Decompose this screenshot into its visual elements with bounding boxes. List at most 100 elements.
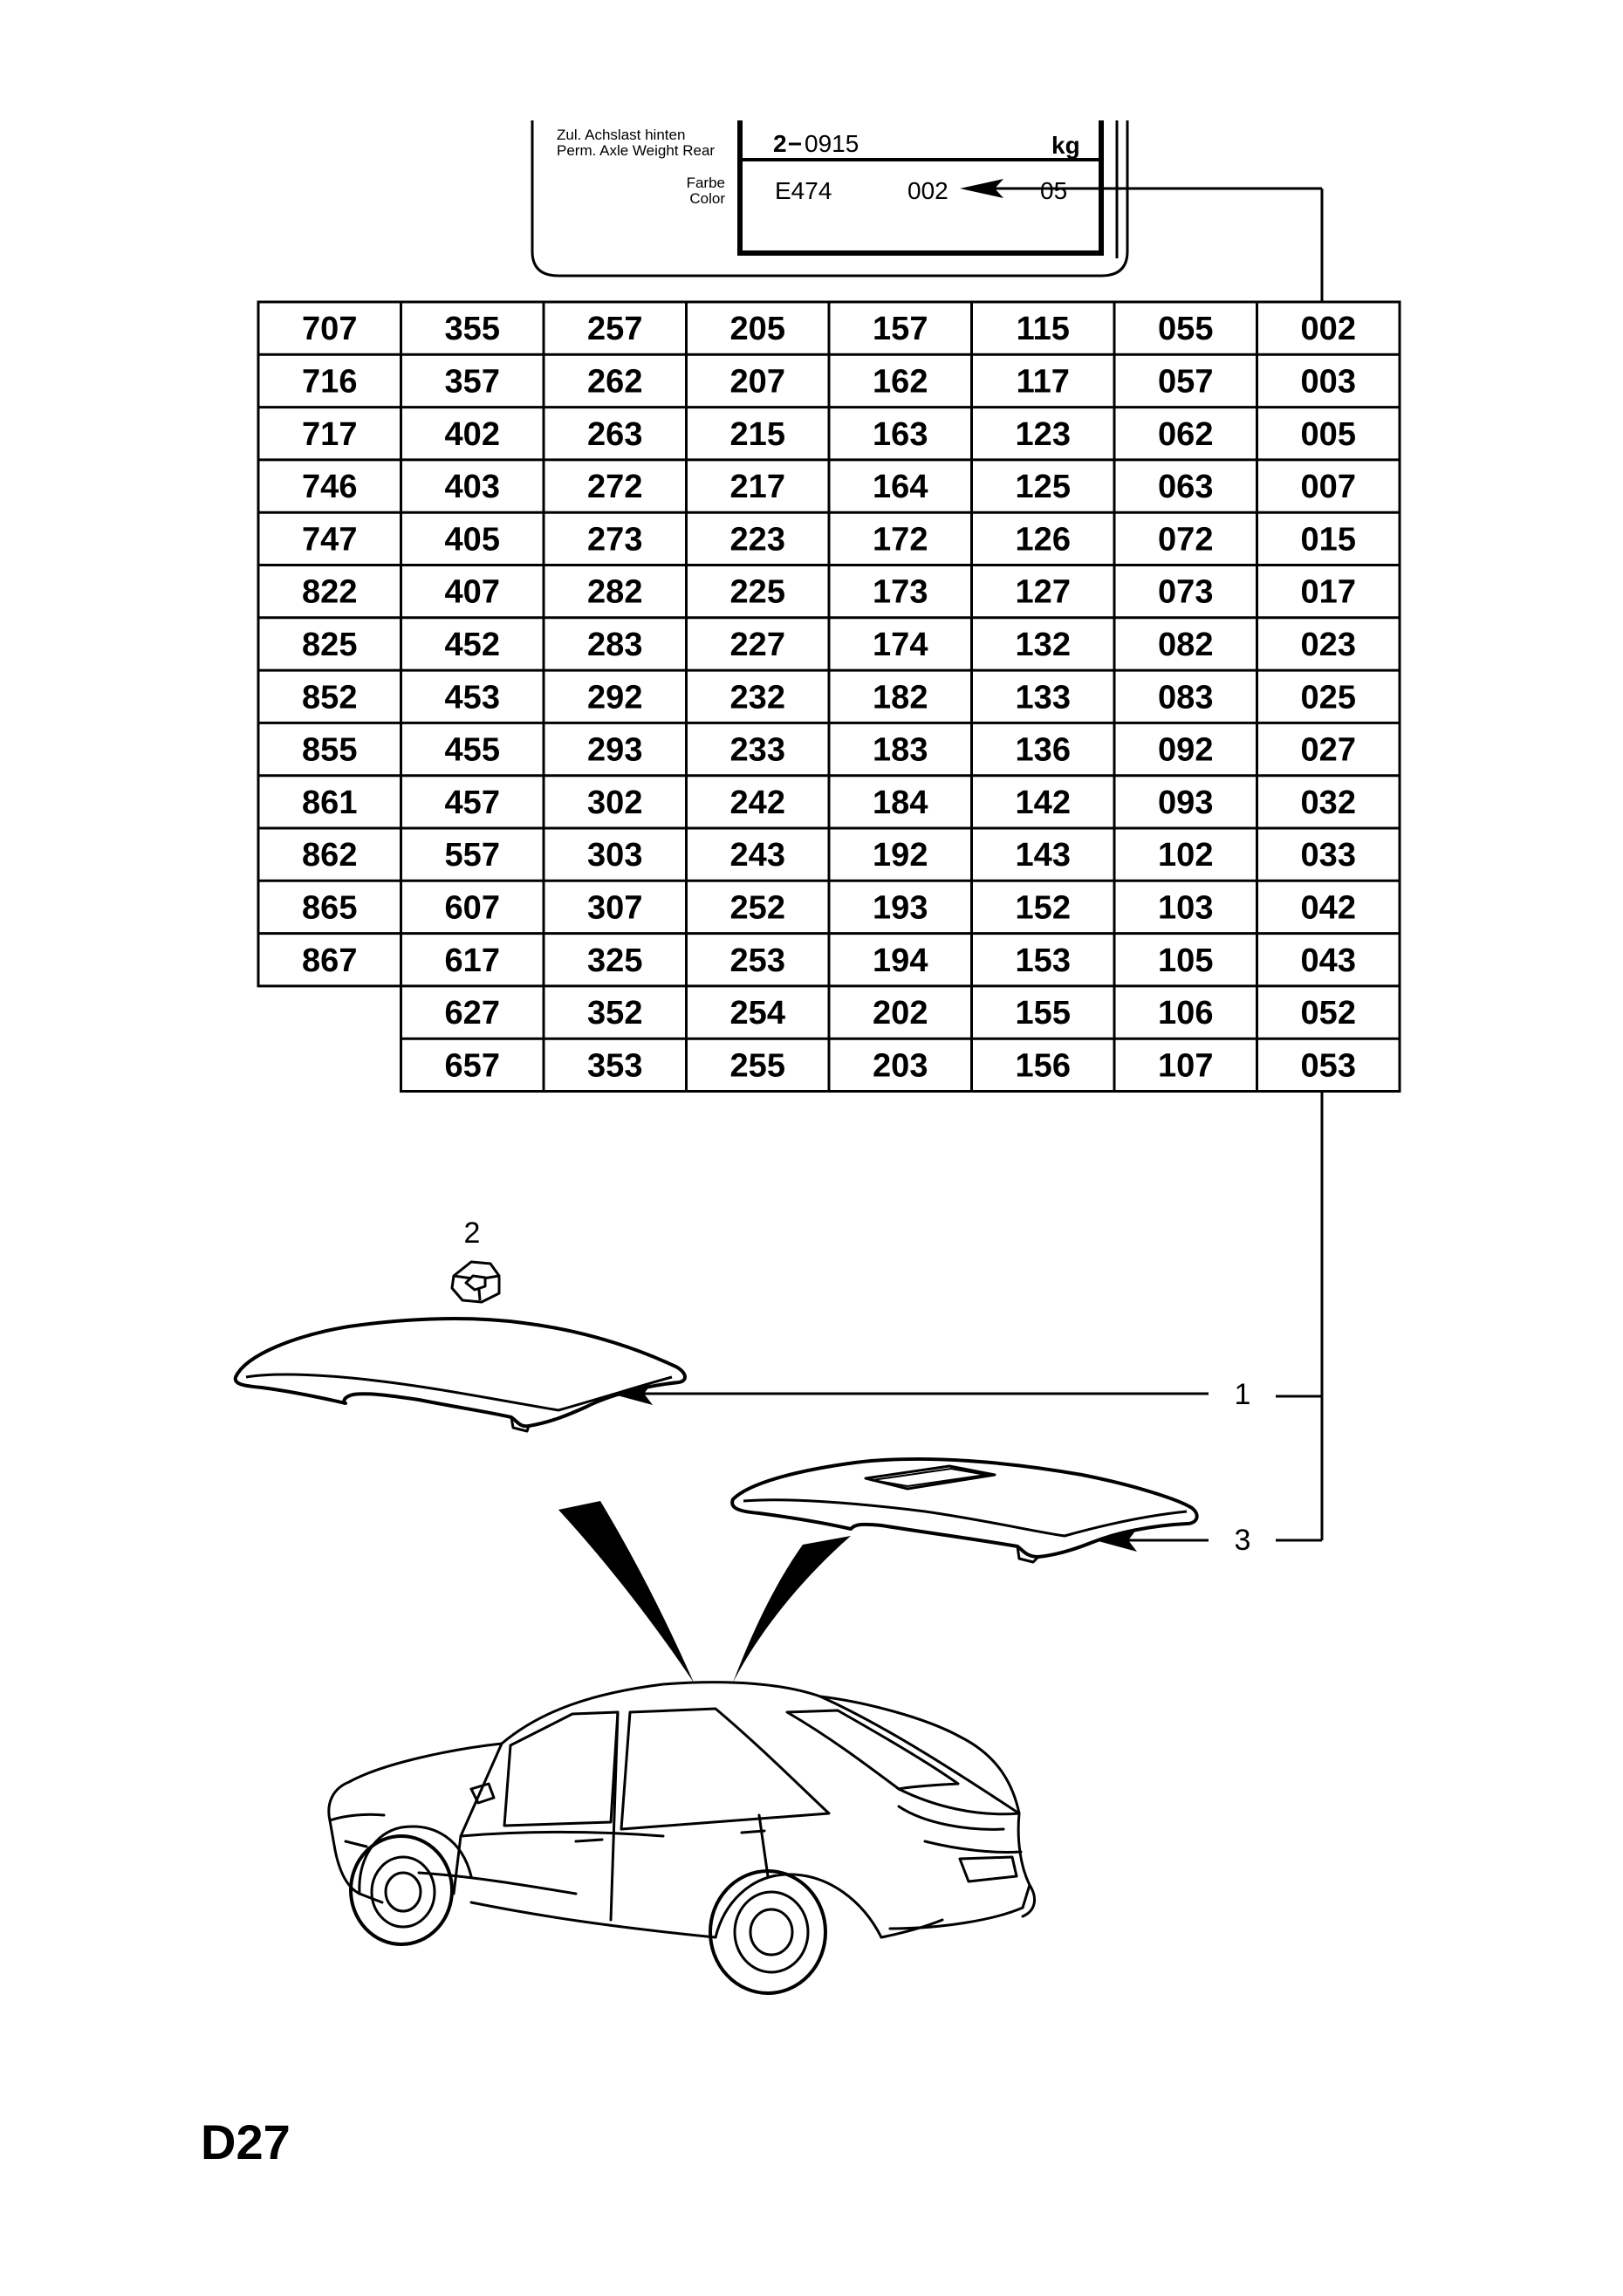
color-code-cell: 155 xyxy=(1016,995,1071,1031)
color-code-cell: 607 xyxy=(445,889,500,926)
axle-label-en: Perm. Axle Weight Rear xyxy=(557,142,715,159)
color-code-cell: 302 xyxy=(587,785,642,821)
color-code-cell: 407 xyxy=(445,574,500,611)
color-code-cell: 027 xyxy=(1301,732,1356,769)
color-code-cell: 073 xyxy=(1158,574,1213,611)
color-code-cell: 194 xyxy=(873,942,928,979)
color-code-cell: 183 xyxy=(873,732,928,769)
color-code-cell: 136 xyxy=(1016,732,1071,769)
color-code-cell: 057 xyxy=(1158,363,1213,400)
color-code-cell: 055 xyxy=(1158,311,1213,347)
color-code-cell: 233 xyxy=(730,732,785,769)
color-code-cell: 225 xyxy=(730,574,785,611)
color-code-cell: 007 xyxy=(1301,469,1356,505)
color-code-cell: 283 xyxy=(587,627,642,663)
axle-prefix: 2 xyxy=(773,130,787,157)
color-code-cell: 282 xyxy=(587,574,642,611)
color-code-cell: 862 xyxy=(302,837,357,874)
color-code-cell: 133 xyxy=(1016,679,1071,716)
color-code-table: 7077167177467478228258528558618628658673… xyxy=(257,300,1401,1093)
color-code-cell: 861 xyxy=(302,785,357,821)
color-code-cell: 083 xyxy=(1158,679,1213,716)
color-code-cell: 184 xyxy=(873,785,928,821)
color-code-cell: 402 xyxy=(445,416,500,453)
color-code-cell: 255 xyxy=(730,1047,785,1084)
color-code-cell: 617 xyxy=(445,942,500,979)
color-label-de: Farbe xyxy=(687,175,725,191)
color-code-cell: 143 xyxy=(1016,837,1071,874)
color-code-cell: 263 xyxy=(587,416,642,453)
color-code-cell: 063 xyxy=(1158,469,1213,505)
callout-2-label: 2 xyxy=(464,1217,481,1250)
color-code-cell: 217 xyxy=(730,469,785,505)
table-column-3: 2572622632722732822832922933023033073253… xyxy=(542,300,688,1093)
color-code-cell: 153 xyxy=(1016,942,1071,979)
color-code-cell: 746 xyxy=(302,469,357,505)
color-code-cell: 032 xyxy=(1301,785,1356,821)
color-code: E474 xyxy=(775,177,832,204)
color-code-cell: 272 xyxy=(587,469,642,505)
color-code-cell: 293 xyxy=(587,732,642,769)
table-leader-line xyxy=(1276,1091,1324,1542)
color-code-cell: 855 xyxy=(302,732,357,769)
table-column-border xyxy=(1256,300,1401,1093)
color-code-cell: 126 xyxy=(1016,521,1071,558)
color-code-cell: 716 xyxy=(302,363,357,400)
color-code-cell: 717 xyxy=(302,416,357,453)
color-code-cell: 015 xyxy=(1301,521,1356,558)
color-code-cell: 292 xyxy=(587,679,642,716)
color-code-cell: 162 xyxy=(873,363,928,400)
color-extra: 05 xyxy=(1040,177,1067,204)
color-code-cell: 852 xyxy=(302,679,357,716)
color-code-cell: 405 xyxy=(445,521,500,558)
color-code-cell: 205 xyxy=(730,311,785,347)
color-code-cell: 557 xyxy=(445,837,500,874)
color-code-cell: 867 xyxy=(302,942,357,979)
color-code-cell: 822 xyxy=(302,574,357,611)
axle-unit: kg xyxy=(1051,132,1080,159)
axle-label-de: Zul. Achslast hinten xyxy=(557,127,685,143)
callout-1: 1 xyxy=(611,1378,1250,1411)
color-code-cell: 202 xyxy=(873,995,928,1031)
color-code-cell: 103 xyxy=(1158,889,1213,926)
color-code-cell: 003 xyxy=(1301,363,1356,400)
color-code-cell: 025 xyxy=(1301,679,1356,716)
color-code-cell: 042 xyxy=(1301,889,1356,926)
color-code-cell: 127 xyxy=(1016,574,1071,611)
color-code-cell: 062 xyxy=(1158,416,1213,453)
color-code-cell: 262 xyxy=(587,363,642,400)
color-code-cell: 092 xyxy=(1158,732,1213,769)
callout-3: 3 xyxy=(1095,1524,1250,1557)
color-code-cell: 303 xyxy=(587,837,642,874)
table-column-6: 1151171231251261271321331361421431521531… xyxy=(970,300,1116,1093)
color-code-cell: 242 xyxy=(730,785,785,821)
table-column-7: 0550570620630720730820830920931021031051… xyxy=(1113,300,1258,1093)
table-column-4: 2052072152172232252272322332422432522532… xyxy=(685,300,831,1093)
callout-3-label: 3 xyxy=(1235,1524,1251,1557)
color-code-cell: 747 xyxy=(302,521,357,558)
color-code-cell: 174 xyxy=(873,627,928,663)
color-code-cell: 193 xyxy=(873,889,928,926)
table-column-2: 3553574024034054074524534554575576076176… xyxy=(400,300,545,1093)
color-code-cell: 182 xyxy=(873,679,928,716)
color-code-cell: 307 xyxy=(587,889,642,926)
color-code-cell: 243 xyxy=(730,837,785,874)
color-code-cell: 352 xyxy=(587,995,642,1031)
color-code-cell: 452 xyxy=(445,627,500,663)
color-code-cell: 163 xyxy=(873,416,928,453)
color-code-cell: 223 xyxy=(730,521,785,558)
color-code-cell: 082 xyxy=(1158,627,1213,663)
page-identifier: D27 xyxy=(201,2114,291,2169)
color-code-cell: 192 xyxy=(873,837,928,874)
table-column-8: 0020030050070150170230250270320330420430… xyxy=(1256,300,1401,1093)
color-code-cell: 232 xyxy=(730,679,785,716)
axle-value: 0915 xyxy=(805,130,859,157)
color-code-cell: 052 xyxy=(1301,995,1356,1031)
color-code-cell: 017 xyxy=(1301,574,1356,611)
color-code-cell: 203 xyxy=(873,1047,928,1084)
color-code-cell: 043 xyxy=(1301,942,1356,979)
color-code-cell: 105 xyxy=(1158,942,1213,979)
color-code-cell: 253 xyxy=(730,942,785,979)
color-code-cell: 355 xyxy=(445,311,500,347)
